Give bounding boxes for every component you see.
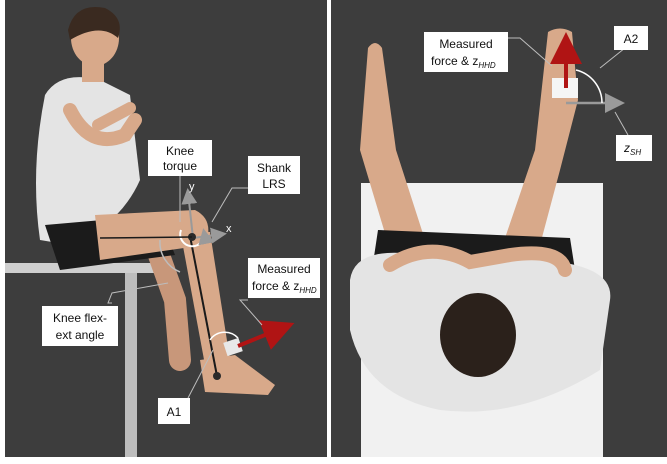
right-panel: Measured force & zHHD A2 zSH <box>331 0 667 457</box>
measured-force-right-line1: Measured <box>439 37 492 51</box>
measured-force-left-line1: Measured <box>257 262 310 276</box>
left-panel: y x <box>5 0 327 457</box>
label-measured-force-left: Measured force & zHHD <box>248 258 320 298</box>
ankle-joint-marker <box>213 372 221 380</box>
a2-text: A2 <box>624 32 639 46</box>
label-a2: A2 <box>614 26 648 50</box>
knee-flex-ext-line1: Knee flex- <box>53 311 107 325</box>
label-knee-torque: Knee torque <box>148 140 212 176</box>
knee-torque-line2: torque <box>163 159 197 173</box>
y-axis-label: y <box>189 181 195 193</box>
label-knee-flex-ext: Knee flex- ext angle <box>42 306 118 346</box>
panel-divider <box>327 0 331 457</box>
label-z-sh: zSH <box>616 135 652 161</box>
knee-torque-line1: Knee <box>166 144 194 158</box>
shank-lrs-line2: LRS <box>262 177 285 191</box>
knee-flex-ext-line2: ext angle <box>56 328 105 342</box>
label-shank-lrs: Shank LRS <box>248 156 300 194</box>
label-a1: A1 <box>158 398 190 424</box>
label-measured-force-right: Measured force & zHHD <box>424 32 508 72</box>
shank-lrs-line1: Shank <box>257 161 292 175</box>
thigh-line <box>100 237 192 238</box>
a1-text: A1 <box>167 405 182 419</box>
x-axis-label: x <box>226 223 232 235</box>
